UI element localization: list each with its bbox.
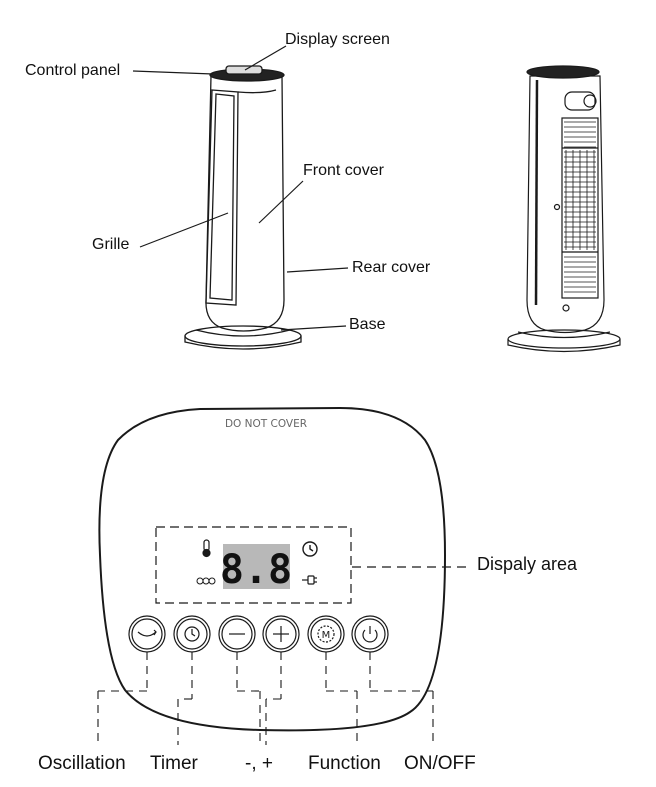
control-panel-top: DO NOT COVER Dispaly area 8.8 xyxy=(38,406,578,774)
timer-button[interactable] xyxy=(173,615,211,653)
plus-icon xyxy=(273,626,289,642)
button-labels: Oscillation Timer -, + Function ON/OFF xyxy=(38,753,476,774)
label-control-panel: Control panel xyxy=(25,62,120,79)
tower-rear-view xyxy=(507,65,621,353)
label-minus-plus: -, + xyxy=(245,753,273,774)
label-rear-cover: Rear cover xyxy=(352,259,431,276)
label-base: Base xyxy=(349,316,386,333)
minus-button[interactable] xyxy=(218,615,256,653)
rear-grille-slats xyxy=(564,121,596,293)
label-timer: Timer xyxy=(150,753,199,774)
label-display-screen: Display screen xyxy=(285,31,390,48)
oscillation-icon xyxy=(137,631,157,637)
oscillation-button[interactable] xyxy=(128,615,166,653)
lcd-digits: 8.8 xyxy=(220,547,292,593)
label-on-off: ON/OFF xyxy=(404,753,476,774)
button-callout-lines xyxy=(97,652,434,745)
label-display-area: Dispaly area xyxy=(477,554,578,574)
label-front-cover: Front cover xyxy=(303,162,385,179)
eco-icon xyxy=(196,577,216,585)
tower-leader-lines xyxy=(132,45,349,331)
power-icon xyxy=(362,626,378,643)
control-panel-outline xyxy=(98,406,447,732)
label-grille: Grille xyxy=(92,236,129,253)
tower-body xyxy=(205,75,285,332)
label-function: Function xyxy=(308,753,381,774)
display-area-box xyxy=(155,526,352,604)
tower-labels: Display screen Control panel Front cover… xyxy=(25,31,431,333)
tower-grille xyxy=(205,89,239,306)
lcd-display xyxy=(223,544,290,589)
plug-icon xyxy=(302,575,317,585)
do-not-cover-text: DO NOT COVER xyxy=(225,418,307,430)
svg-text:M: M xyxy=(322,630,331,641)
thermometer-icon xyxy=(202,539,211,558)
power-button[interactable] xyxy=(351,615,389,653)
tower-front-view xyxy=(184,65,302,350)
timer-indicator-icon xyxy=(302,541,318,557)
plus-button[interactable] xyxy=(262,615,300,653)
control-buttons: M xyxy=(128,615,389,653)
function-button[interactable]: M xyxy=(307,615,345,653)
label-oscillation: Oscillation xyxy=(38,753,126,774)
mode-m-icon xyxy=(317,625,335,643)
clock-icon xyxy=(184,626,200,642)
